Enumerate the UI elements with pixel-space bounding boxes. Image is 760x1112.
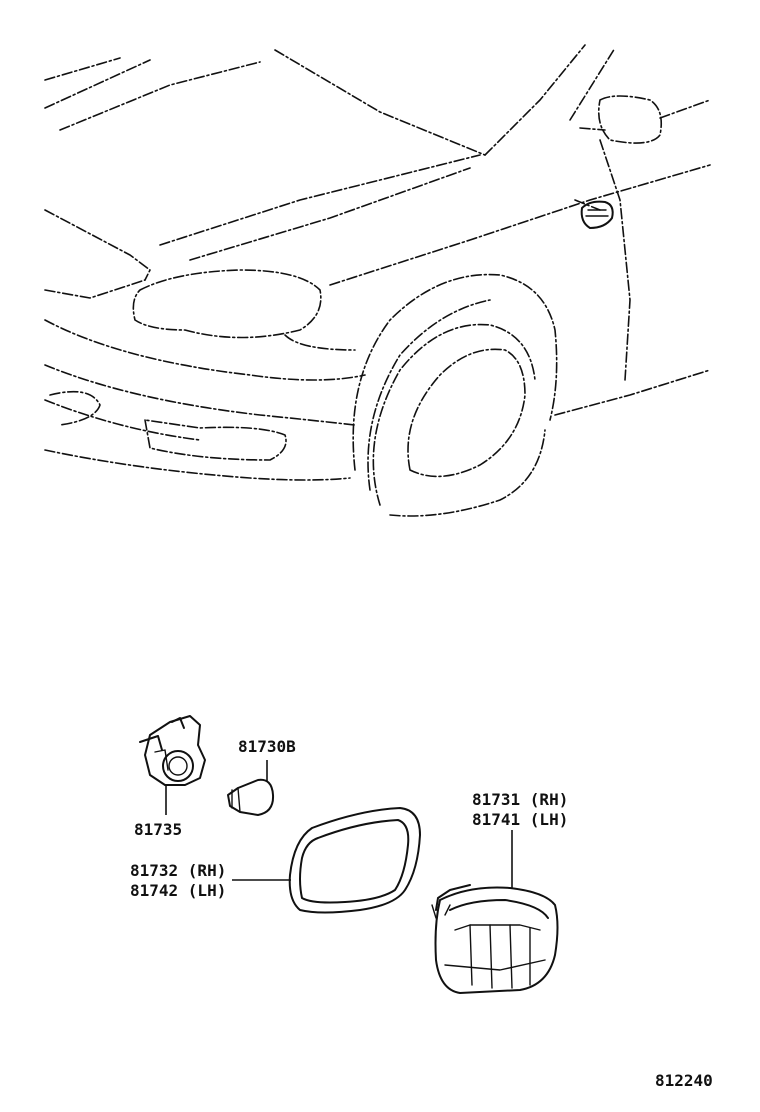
bulb-part — [227, 760, 275, 816]
label-lamp-lh: 81741 (LH) — [472, 810, 568, 829]
label-lamp-rh: 81731 (RH) — [472, 790, 568, 809]
car-front-illustration — [44, 44, 711, 517]
side-lamp-part — [431, 830, 559, 994]
label-gasket-lh: 81742 (LH) — [130, 881, 226, 900]
label-gasket-rh: 81732 (RH) — [130, 861, 226, 880]
socket-part — [139, 715, 206, 815]
label-bulb: 81730B — [238, 737, 296, 756]
label-socket: 81735 — [134, 820, 182, 839]
gasket-part — [232, 807, 421, 914]
figure-number: 812240 — [655, 1071, 713, 1090]
